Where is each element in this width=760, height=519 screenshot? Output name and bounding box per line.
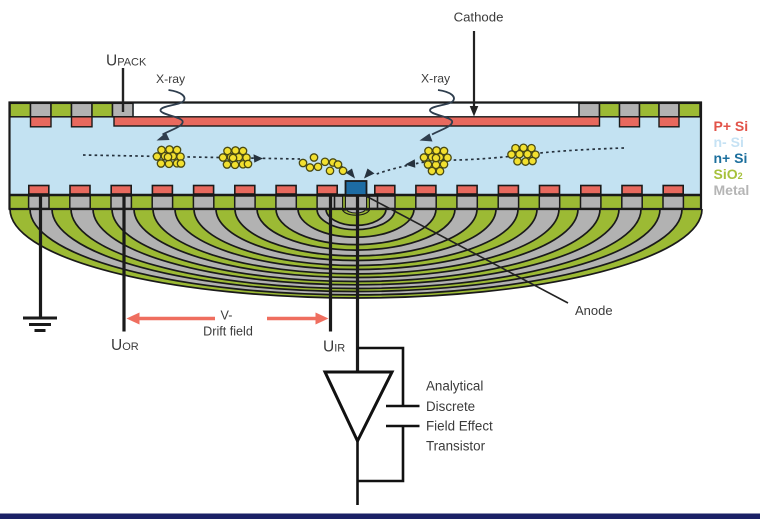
svg-text:Discrete: Discrete bbox=[426, 399, 475, 414]
svg-text:P+ Si: P+ Si bbox=[714, 118, 749, 134]
svg-text:Metal: Metal bbox=[714, 182, 750, 198]
svg-text:X-ray: X-ray bbox=[421, 72, 451, 86]
svg-text:Analytical: Analytical bbox=[426, 379, 483, 394]
svg-text:SiO2: SiO2 bbox=[714, 166, 743, 182]
svg-text:n+ Si: n+ Si bbox=[714, 150, 748, 166]
svg-text:Transistor: Transistor bbox=[426, 439, 486, 454]
svg-text:Drift field: Drift field bbox=[203, 325, 253, 339]
svg-text:UPACK: UPACK bbox=[106, 53, 147, 70]
svg-text:Anode: Anode bbox=[575, 303, 613, 318]
svg-text:Cathode: Cathode bbox=[454, 10, 504, 25]
svg-text:X-ray: X-ray bbox=[156, 72, 186, 86]
svg-text:UIR: UIR bbox=[323, 339, 345, 356]
svg-text:Field Effect: Field Effect bbox=[426, 419, 493, 434]
svg-text:V-: V- bbox=[221, 309, 233, 323]
svg-text:UOR: UOR bbox=[111, 337, 139, 354]
svg-text:n- Si: n- Si bbox=[714, 134, 744, 150]
